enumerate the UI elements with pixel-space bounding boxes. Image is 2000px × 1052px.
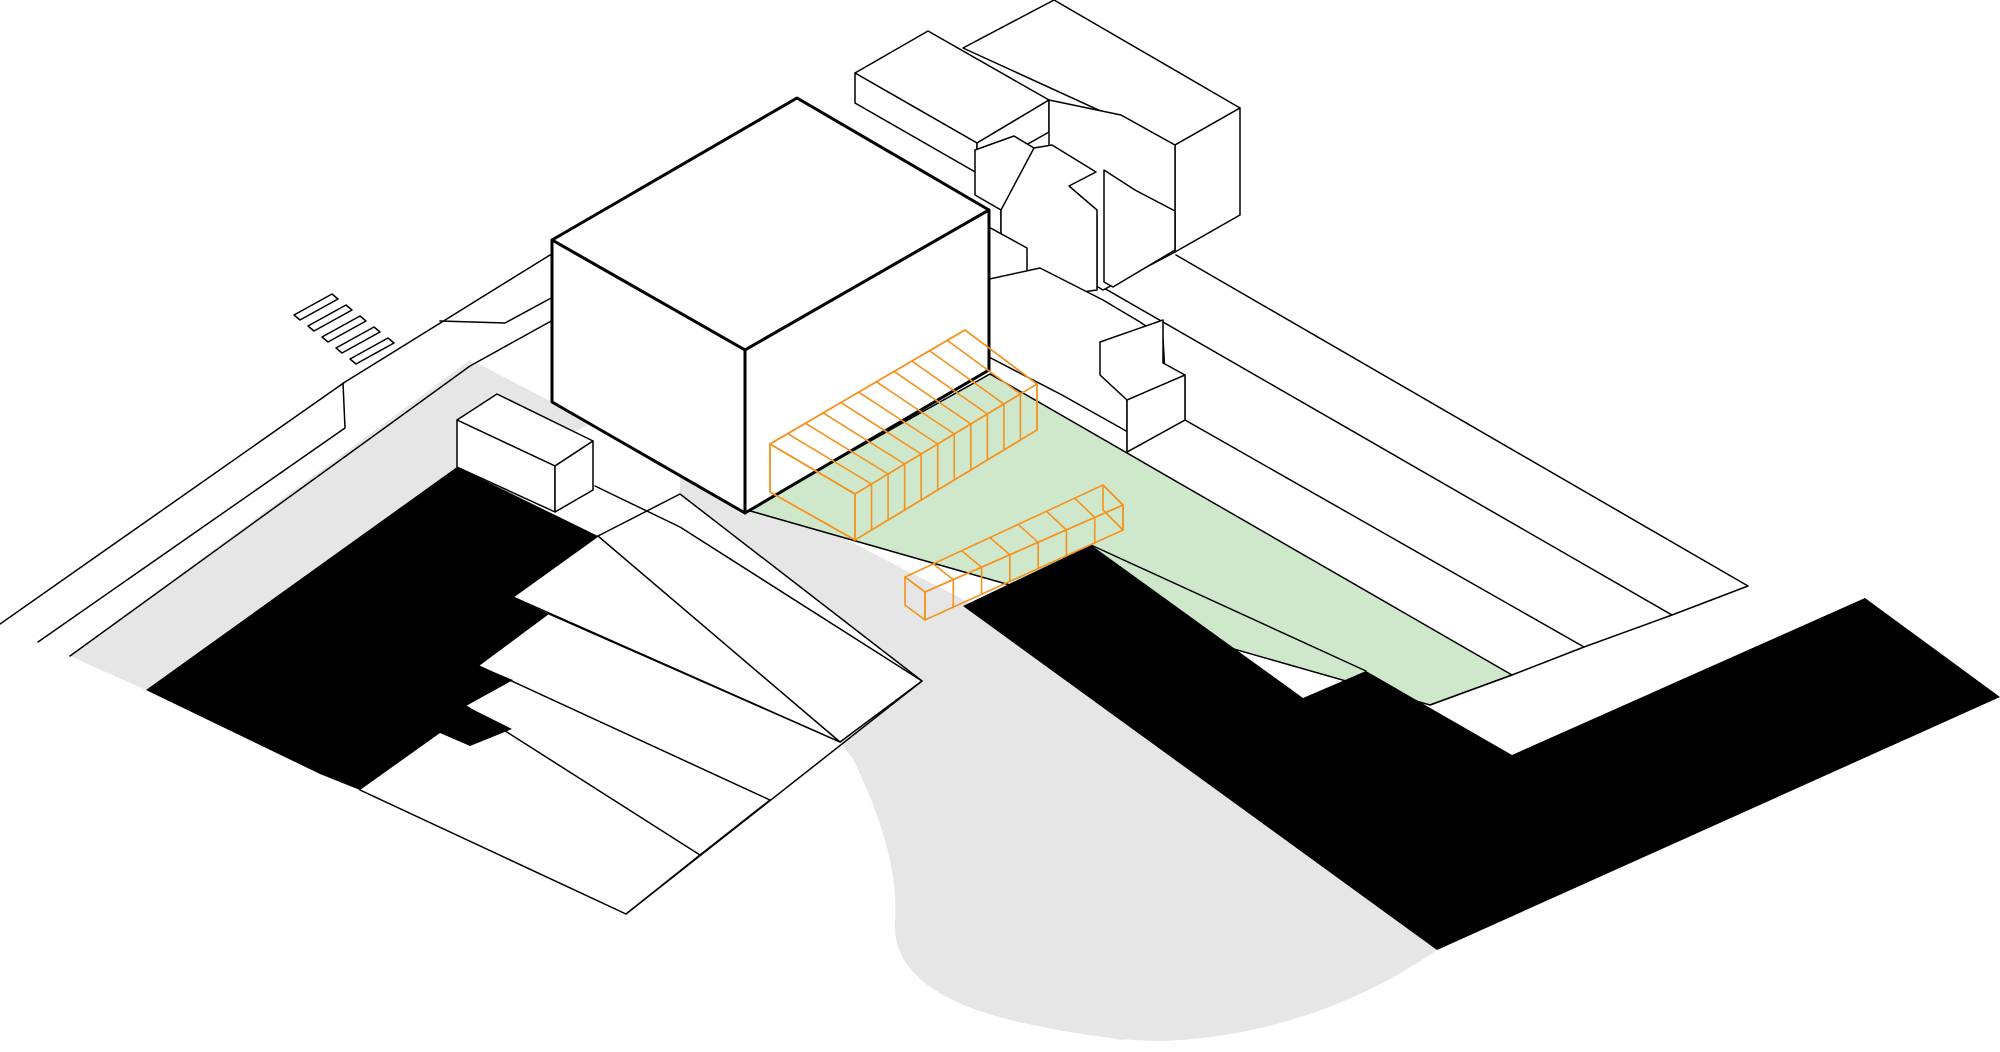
ground-plane-3 <box>846 612 1437 1041</box>
canopy-short-right-end <box>1102 484 1124 531</box>
canopy-long-rafter <box>858 391 939 445</box>
canopy-short-rafter <box>1074 497 1096 519</box>
black-building-right <box>963 545 2000 950</box>
right-parcels <box>1089 254 1749 706</box>
canopy-long-rafter <box>911 360 988 415</box>
canopy-long-rafter <box>822 412 906 465</box>
street-lines <box>0 254 554 657</box>
canopy-long-rafter <box>893 370 972 425</box>
canopy-long-rafter <box>805 422 889 475</box>
canopy-short-rafter <box>989 536 1011 556</box>
orange-canopy-long <box>769 329 1038 541</box>
canopy-long-rafter <box>929 350 1005 405</box>
ground-plane-2 <box>70 360 560 690</box>
crosswalk <box>293 293 395 365</box>
black-building-left <box>146 467 598 790</box>
canopy-long-rafter <box>787 432 872 485</box>
shed <box>456 393 594 513</box>
main-building <box>550 96 991 515</box>
canopy-long-rafter <box>840 401 922 455</box>
canopy-short-rafter <box>961 550 983 568</box>
canopy-long-roof <box>769 329 1038 495</box>
canopy-short-rafter <box>932 563 954 581</box>
orange-canopy-short <box>904 484 1124 621</box>
canopy-long-rafter <box>875 381 955 435</box>
canopy-short-rafter <box>1045 510 1067 531</box>
left-parcels <box>359 485 923 915</box>
background-buildings <box>854 0 1241 453</box>
canopy-long-rafter <box>946 339 1021 395</box>
canopy-short-rafter <box>1017 523 1039 543</box>
